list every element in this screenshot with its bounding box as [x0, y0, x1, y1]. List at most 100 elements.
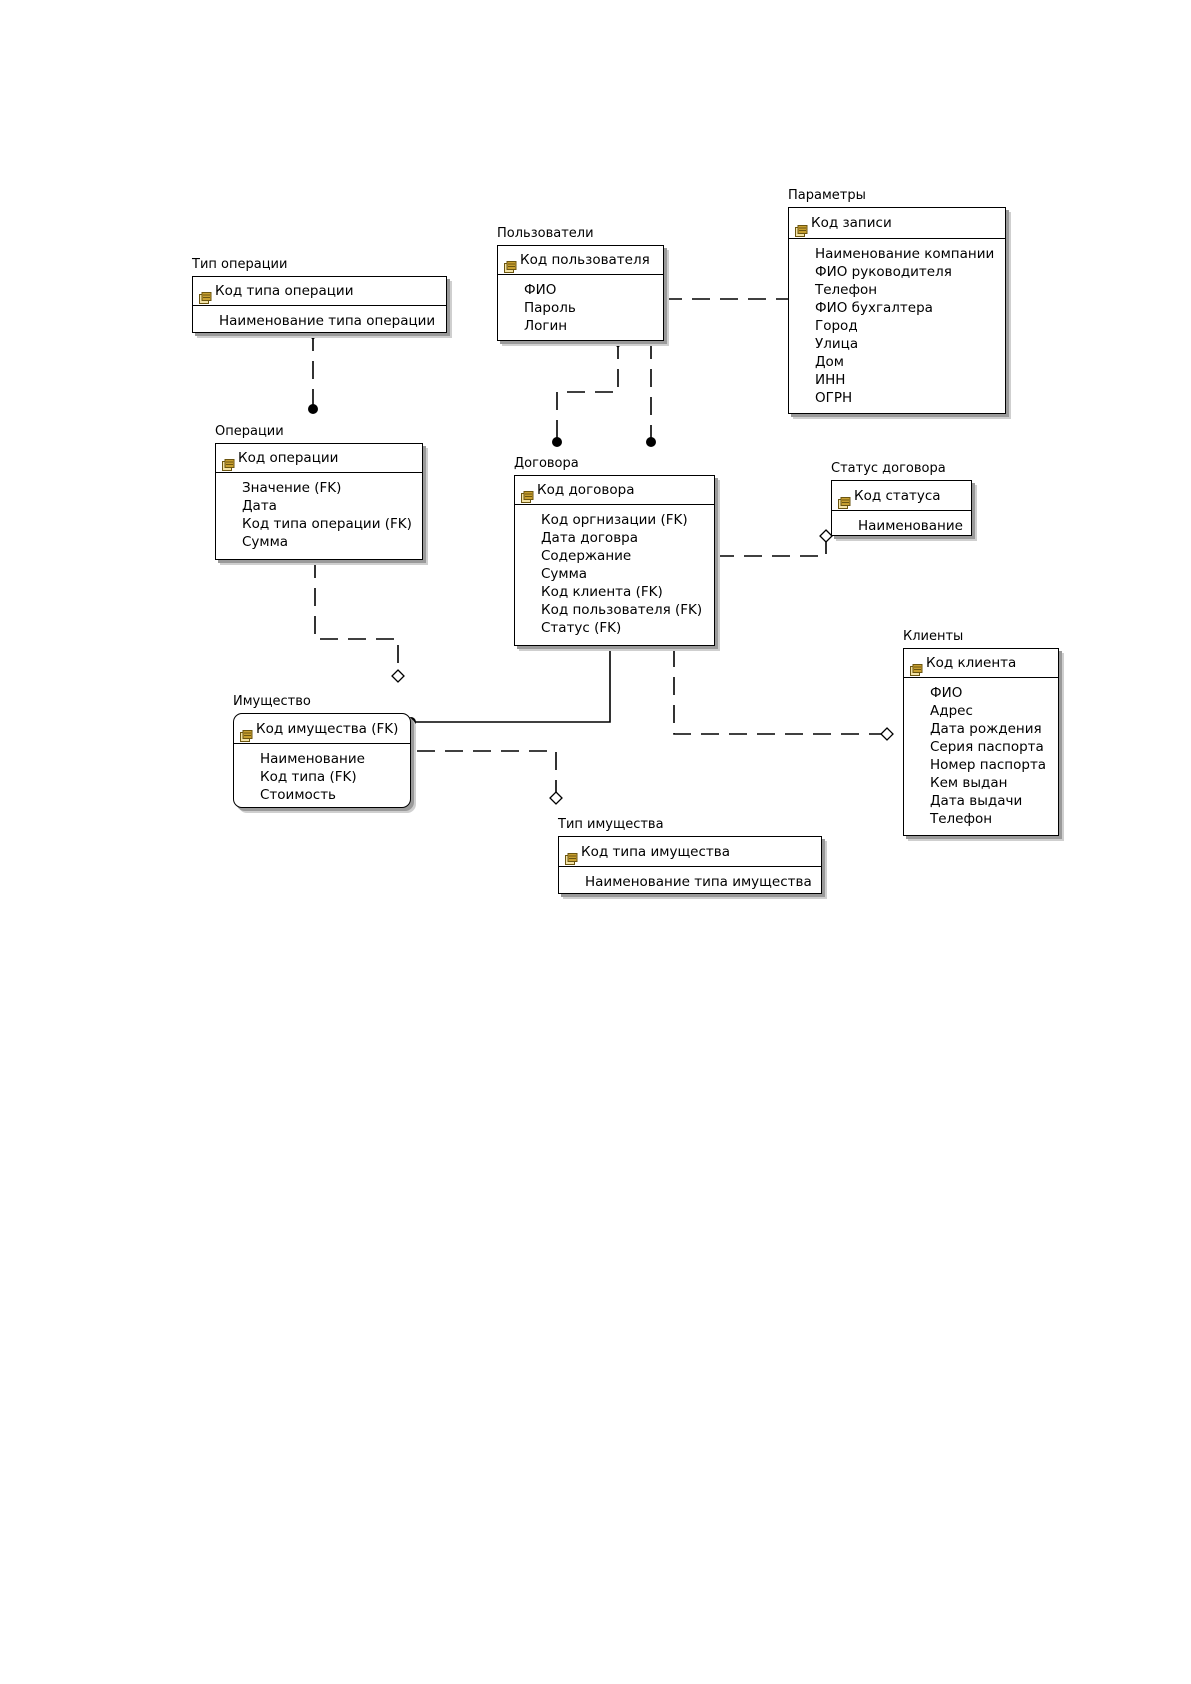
attribute-row[interactable]: Дата рождения [930, 721, 1042, 737]
entity-title: Тип имущества [558, 817, 664, 832]
primary-key-row[interactable]: Код имущества (FK) [234, 714, 410, 744]
attribute-row[interactable]: ФИО руководителя [815, 264, 952, 280]
attribute-row[interactable]: Стоимость [260, 787, 337, 803]
primary-key-row[interactable]: Код операции [216, 444, 422, 473]
primary-key-row[interactable]: Код пользователя [498, 246, 663, 275]
entity-title: Параметры [788, 188, 866, 203]
entity-title: Тип операции [192, 257, 288, 272]
relationship-line-imushchestvo-operacii[interactable] [314, 560, 399, 676]
attribute-row[interactable]: Значение (FK) [242, 480, 342, 496]
primary-key-label: Код типа имущества [581, 844, 730, 860]
attribute-row[interactable]: Статус (FK) [541, 620, 622, 636]
primary-key-row[interactable]: Код договора [515, 476, 714, 505]
attribute-row[interactable]: Наименование [858, 518, 963, 534]
primary-key-label: Код статуса [854, 488, 941, 504]
attribute-row[interactable]: Наименование типа операции [219, 313, 436, 329]
primary-key-row[interactable]: Код статуса [832, 481, 971, 511]
attribute-row[interactable]: Город [815, 318, 858, 334]
attribute-row[interactable]: Серия паспорта [930, 739, 1044, 755]
relationship-end-diamond [819, 529, 833, 543]
attribute-row[interactable]: Телефон [815, 282, 878, 298]
relationship-line-status_dogovora-dogovora[interactable] [712, 536, 827, 557]
primary-key-row[interactable]: Код типа операции [193, 277, 446, 306]
relationship-end-diamond [880, 727, 894, 741]
primary-key-label: Код клиента [926, 655, 1017, 671]
entity-title: Договора [514, 456, 579, 471]
attribute-row[interactable]: Улица [815, 336, 859, 352]
attribute-row[interactable]: Код типа операции (FK) [242, 516, 412, 532]
primary-key-icon [222, 453, 235, 471]
entity-title: Операции [215, 424, 284, 439]
relationship-line-klienty-dogovora[interactable] [673, 646, 887, 735]
primary-key-icon [910, 658, 923, 676]
primary-key-label: Код типа операции [215, 283, 354, 299]
attribute-row[interactable]: Дата [242, 498, 277, 514]
attribute-row[interactable]: Номер паспорта [930, 757, 1047, 773]
attribute-list: Наименование типа имущества [559, 873, 821, 891]
attribute-row[interactable]: Сумма [541, 566, 588, 582]
attribute-row[interactable]: Код типа (FK) [260, 769, 357, 785]
attribute-row[interactable]: Содержание [541, 548, 632, 564]
relationship-line-tip_imushchestva-imushchestvo[interactable] [411, 750, 557, 798]
primary-key-row[interactable]: Код клиента [904, 649, 1058, 678]
primary-key-label: Код договора [537, 482, 635, 498]
attribute-list: Наименование типа операции [193, 312, 446, 330]
attribute-row[interactable]: ФИО бухгалтера [815, 300, 933, 316]
entity-title: Клиенты [903, 629, 964, 644]
primary-key-icon [795, 218, 808, 237]
attribute-list: Наименование [832, 517, 971, 535]
primary-key-label: Код имущества (FK) [256, 721, 399, 737]
attribute-row[interactable]: ФИО [524, 282, 557, 298]
attribute-row[interactable]: Дом [815, 354, 844, 370]
attribute-row[interactable]: Код оргнизации (FK) [541, 512, 688, 528]
primary-key-icon [521, 485, 534, 503]
entity-title: Статус договора [831, 461, 946, 476]
attribute-row[interactable]: Код пользователя (FK) [541, 602, 703, 618]
primary-key-icon [240, 723, 253, 742]
relationship-end-diamond [549, 791, 563, 805]
attribute-row[interactable]: ОГРН [815, 390, 853, 406]
primary-key-icon [504, 255, 517, 273]
attribute-row[interactable]: Кем выдан [930, 775, 1008, 791]
attribute-row[interactable]: ФИО [930, 685, 963, 701]
attribute-row[interactable]: Адрес [930, 703, 973, 719]
attribute-row[interactable]: Наименование типа имущества [585, 874, 812, 890]
primary-key-icon [838, 490, 851, 509]
primary-key-row[interactable]: Код записи [789, 208, 1005, 239]
attribute-row[interactable]: Логин [524, 318, 568, 334]
attribute-row[interactable]: Дата выдачи [930, 793, 1023, 809]
primary-key-icon [199, 286, 212, 304]
relationship-line-dogovora-imushchestvo[interactable] [411, 646, 611, 723]
primary-key-row[interactable]: Код типа имущества [559, 837, 821, 867]
primary-key-label: Код операции [238, 450, 339, 466]
attribute-row[interactable]: Код клиента (FK) [541, 584, 663, 600]
attribute-row[interactable]: Наименование компании [815, 246, 995, 262]
attribute-row[interactable]: Сумма [242, 534, 289, 550]
entity-title: Пользователи [497, 226, 594, 241]
attribute-row[interactable]: ИНН [815, 372, 846, 388]
relationship-end-dot [552, 437, 562, 447]
relationship-line-polzovateli-dogovora[interactable] [556, 341, 619, 442]
attribute-row[interactable]: Пароль [524, 300, 576, 316]
attribute-row[interactable]: Телефон [930, 811, 993, 827]
attribute-row[interactable]: Дата договра [541, 530, 638, 546]
attribute-row[interactable]: Наименование [260, 751, 365, 767]
